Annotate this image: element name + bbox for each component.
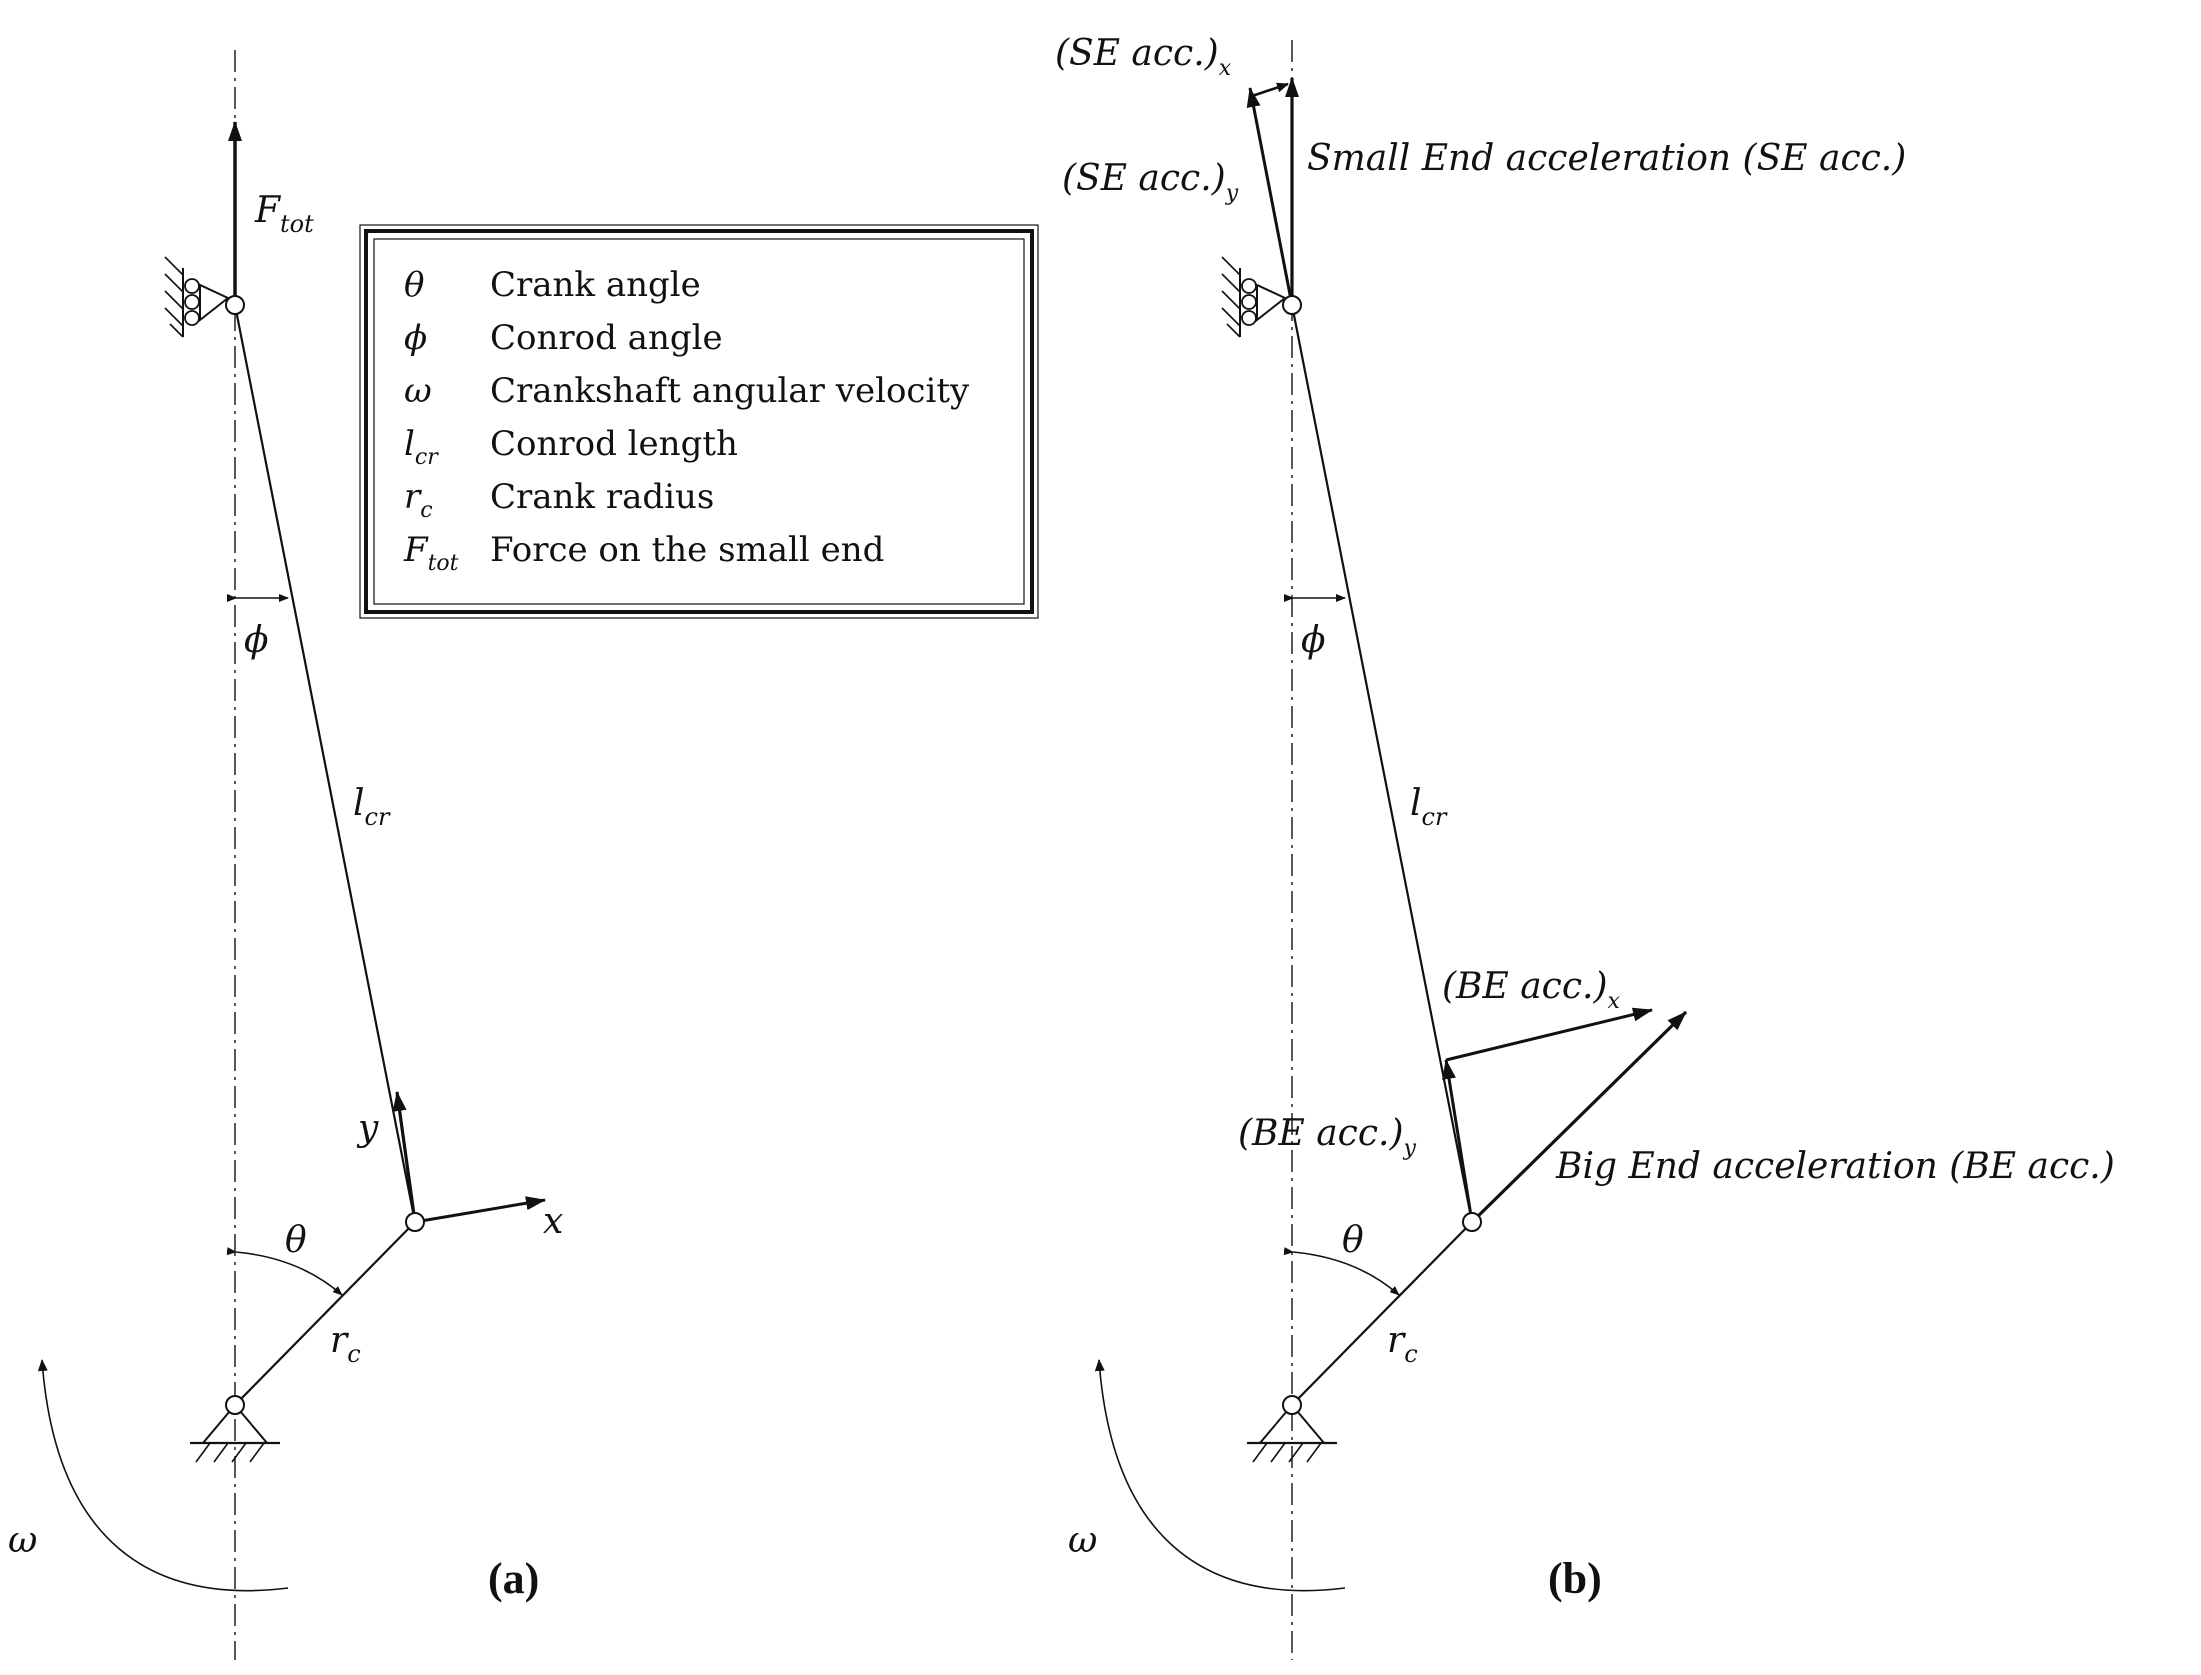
- caption-b: (b): [1548, 1554, 1602, 1603]
- se-acc-y-label: (SE acc.)y: [1062, 158, 1239, 206]
- ground-pivot-a: [190, 1403, 280, 1463]
- caption-a: (a): [488, 1554, 539, 1603]
- conrod-b: [1290, 304, 1474, 1223]
- conrod-label-a: lcr: [353, 783, 391, 831]
- be-acc-y-arrow: [1442, 1059, 1474, 1223]
- phi-label-a: ϕ: [244, 620, 269, 661]
- se-acc-total-label: Small End acceleration (SE acc.): [1307, 138, 1906, 179]
- omega-label-a: ω: [8, 1520, 37, 1561]
- legend-symbol: rc: [404, 477, 433, 523]
- be-acc-total-label: Big End acceleration (BE acc.): [1555, 1146, 2115, 1187]
- ground-pivot-b: [1247, 1403, 1337, 1463]
- crank-label-a: rc: [330, 1320, 361, 1368]
- phi-label-b: ϕ: [1301, 620, 1326, 661]
- crank-b: [1291, 1221, 1473, 1406]
- legend-description: Conrod angle: [490, 318, 723, 358]
- y-axis-arrow-a: [392, 1091, 417, 1223]
- panel-a: Ftot ϕ lcr y x θ rc ω (a): [8, 50, 563, 1660]
- crank-label-b: rc: [1387, 1320, 1418, 1368]
- panel-b: (SE acc.)x (SE acc.)y Small End accelera…: [1055, 33, 2115, 1660]
- omega-arc-a: [37, 1359, 289, 1592]
- legend-description: Force on the small end: [490, 530, 884, 570]
- legend-description: Conrod length: [490, 424, 738, 464]
- crank-pivot-joint-a: [225, 1395, 245, 1415]
- big-end-joint-b: [1462, 1212, 1482, 1232]
- omega-label-b: ω: [1068, 1520, 1097, 1561]
- roller-support-b: [1221, 256, 1287, 338]
- legend-symbol: Ftot: [403, 530, 459, 576]
- theta-arc-a: [226, 1247, 343, 1296]
- legend-symbol: ω: [404, 371, 432, 411]
- theta-label-a: θ: [285, 1220, 307, 1261]
- be-acc-x-arrow: [1445, 1007, 1653, 1062]
- conrod-label-b: lcr: [1410, 783, 1448, 831]
- conrod-a: [233, 304, 417, 1223]
- crank-a: [234, 1221, 416, 1406]
- legend-box: θ Crank angle ϕ Conrod angle ω Crankshaft ang…: [359, 224, 1039, 619]
- theta-label-b: θ: [1342, 1220, 1364, 1261]
- small-end-joint-b: [1282, 295, 1302, 315]
- legend-description: Crank radius: [490, 477, 714, 517]
- legend-symbol: lcr: [404, 424, 439, 470]
- crank-pivot-joint-b: [1282, 1395, 1302, 1415]
- roller-support-a: [164, 256, 230, 338]
- x-axis-arrow-a: [414, 1196, 546, 1224]
- big-end-joint-a: [405, 1212, 425, 1232]
- be-acc-y-label: (BE acc.)y: [1238, 1113, 1417, 1161]
- legend-description: Crankshaft angular velocity: [490, 371, 970, 411]
- be-acc-x-label: (BE acc.)x: [1442, 966, 1621, 1014]
- x-axis-label-a: x: [543, 1201, 563, 1242]
- se-acc-x-label: (SE acc.)x: [1055, 33, 1232, 81]
- se-acc-y-arrow: [1246, 87, 1294, 306]
- legend-symbol: θ: [404, 265, 424, 305]
- small-end-joint-a: [225, 295, 245, 315]
- be-acc-total-arrow: [1470, 1010, 1688, 1224]
- theta-arc-b: [1283, 1247, 1400, 1296]
- y-axis-label-a: y: [356, 1108, 379, 1149]
- legend-description: Crank angle: [490, 265, 701, 305]
- force-label-a: Ftot: [254, 190, 314, 238]
- omega-arc-b: [1094, 1359, 1346, 1592]
- se-acc-x-arrow: [1251, 82, 1289, 98]
- legend-symbol: ϕ: [404, 318, 427, 358]
